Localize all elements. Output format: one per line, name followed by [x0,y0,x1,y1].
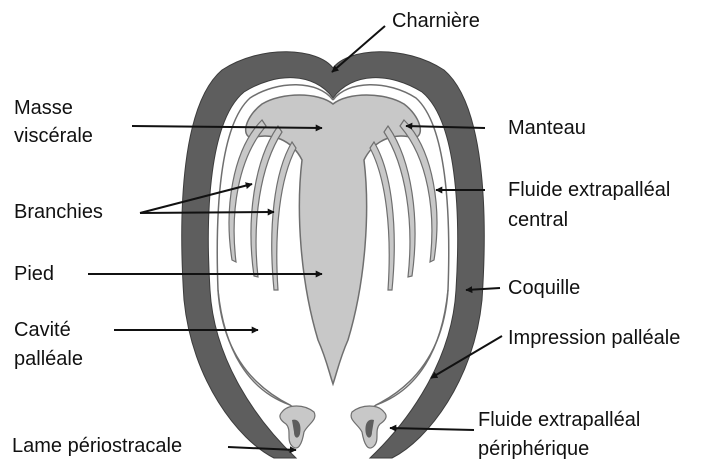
label-fluide-central-line2: central [508,208,568,232]
arrow-branchies-2 [140,212,274,213]
label-lame-periostracale: Lame périostracale [12,434,182,458]
label-impression-palleale: Impression palléale [508,326,680,350]
label-fluide-peripherique-line2: périphérique [478,437,589,461]
label-cavite-palleale-line1: Cavité [14,318,71,342]
label-charniere: Charnière [392,9,480,33]
label-cavite-palleale-line2: palléale [14,347,83,371]
label-pied: Pied [14,262,54,286]
label-coquille: Coquille [508,276,580,300]
label-manteau: Manteau [508,116,586,140]
label-fluide-central-line1: Fluide extrapalléal [508,178,670,202]
label-branchies: Branchies [14,200,103,224]
label-masse-viscerale-line2: viscérale [14,124,93,148]
label-fluide-peripherique-line1: Fluide extrapalléal [478,408,640,432]
label-masse-viscerale-line1: Masse [14,96,73,120]
